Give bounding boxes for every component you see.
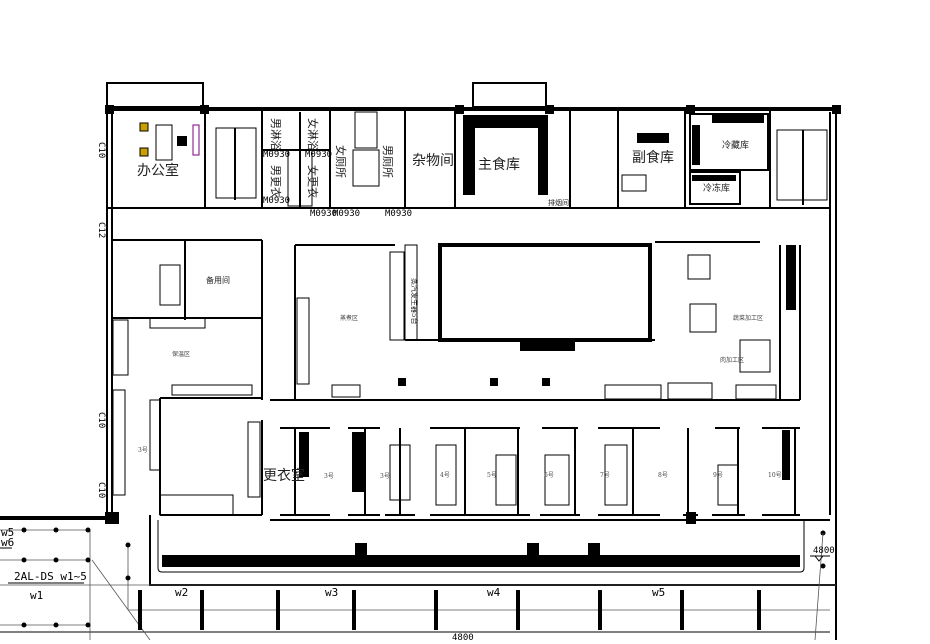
stall-row	[112, 389, 830, 524]
label-male-toilet: 男厕所	[381, 145, 394, 178]
label-smoke-room: 排烟间	[548, 198, 569, 207]
label-w5-left: w5	[1, 526, 14, 539]
label-office: 办公室	[137, 162, 179, 179]
label-storage: 杂物间	[412, 153, 454, 169]
svg-text:C12: C12	[96, 222, 106, 238]
label-w6: w6	[1, 536, 14, 549]
column-tags: C10 C12 C10 C10	[96, 142, 106, 498]
label-changing-room: 更衣室	[263, 467, 305, 484]
svg-text:C10: C10	[96, 412, 106, 428]
outer-walls	[0, 105, 841, 640]
label-w3: w3	[325, 586, 338, 599]
svg-text:5号: 5号	[487, 472, 497, 479]
svg-text:3号: 3号	[324, 473, 334, 480]
label-steaming-area: 蒸煮区	[340, 314, 358, 322]
svg-text:7号: 7号	[600, 472, 610, 479]
room-labels: 办公室 男淋浴 女淋浴 男更衣 女更衣 女厕所 男厕所 杂物间 主食库 副食库 …	[137, 118, 763, 484]
svg-text:M0930: M0930	[310, 209, 337, 219]
svg-text:M0930: M0930	[333, 209, 360, 219]
svg-text:8号: 8号	[658, 472, 668, 479]
label-male-shower: 男淋浴	[269, 118, 282, 151]
label-w1: w1	[30, 589, 43, 602]
label-female-toilet: 女厕所	[334, 145, 348, 178]
top-row-rooms	[107, 109, 830, 209]
svg-text:C10: C10	[96, 142, 106, 158]
svg-text:9号: 9号	[713, 472, 723, 479]
label-warming-area: 保温区	[172, 350, 190, 358]
lighting-circuits	[0, 527, 836, 641]
roof-box-left	[106, 82, 204, 108]
svg-text:3号: 3号	[138, 447, 148, 454]
label-w4: w4	[487, 586, 501, 599]
svg-text:M0930: M0930	[263, 196, 290, 206]
label-w5: w5	[652, 586, 665, 599]
svg-text:3号: 3号	[380, 473, 390, 480]
label-panel: 2AL-DS w1~5	[14, 570, 87, 583]
middle-zone	[112, 239, 801, 515]
label-cold-storage: 冷藏库	[722, 139, 749, 151]
label-w2: w2	[175, 586, 188, 599]
label-freezer: 冷冻库	[703, 182, 730, 194]
label-meat-area: 肉加工区	[720, 356, 744, 364]
label-spare-room: 备用间	[206, 275, 230, 285]
svg-text:10号: 10号	[768, 472, 782, 479]
svg-text:M0930: M0930	[385, 209, 412, 219]
svg-text:6号: 6号	[544, 472, 554, 479]
svg-text:4号: 4号	[440, 472, 450, 479]
svg-text:M0930: M0930	[263, 150, 290, 160]
roof-box-center	[472, 82, 547, 108]
electrical-labels: w5 w6 2AL-DS w1~5 w1 w2 w3 w4 w5 4800 48…	[0, 526, 835, 643]
serving-counter	[149, 515, 836, 586]
label-male-locker: 男更衣	[269, 165, 283, 198]
label-female-locker: 女更衣	[306, 165, 320, 198]
label-steam-generator: 蒸汽发生器5台	[410, 278, 419, 324]
svg-text:M0930: M0930	[305, 150, 332, 160]
stall-tags: 3号 3号 3号 4号 5号 6号 7号 8号 9号 10号	[138, 447, 782, 480]
level-mark-bottom: 4800	[452, 633, 474, 643]
svg-text:C10: C10	[96, 482, 106, 498]
label-female-shower: 女淋浴	[306, 118, 320, 151]
label-staple-store: 主食库	[478, 156, 520, 173]
door-tags: M0930 M0930 M0930 M0930 M0930 M0930	[263, 150, 412, 219]
label-nonstaple-store: 副食库	[632, 149, 674, 166]
label-vegetable-area: 蔬菜加工区	[733, 314, 763, 322]
level-mark-right: 4800	[813, 546, 835, 556]
